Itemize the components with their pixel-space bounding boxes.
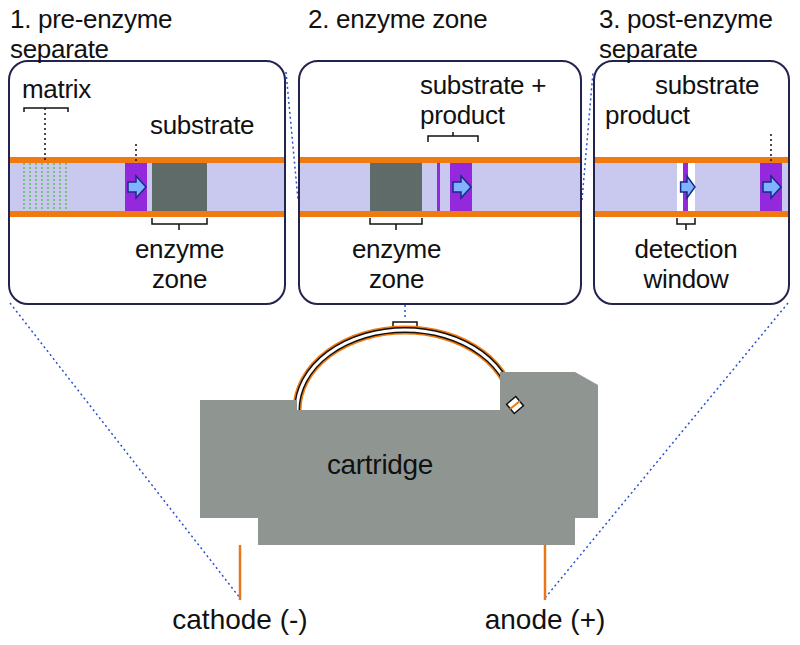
detector-capillary	[510, 401, 520, 409]
matrix-fill	[41, 163, 43, 211]
zoom-line	[404, 305, 406, 318]
panel-heading: 3. post-enzyme separate	[599, 4, 800, 64]
matrix-fill	[29, 163, 31, 211]
anode-wire	[544, 545, 547, 600]
leader-line	[135, 144, 137, 163]
migration-arrow	[763, 176, 781, 198]
mixture-bracket	[428, 132, 478, 142]
leader-line	[770, 134, 772, 163]
matrix-fill	[23, 163, 25, 211]
capillary-bore	[10, 163, 284, 211]
zone-caption: enzyme zone	[344, 234, 449, 294]
zoom-line	[582, 72, 593, 200]
capillary-outer	[297, 330, 513, 410]
migration-arrow	[681, 176, 695, 198]
matrix-fill	[65, 163, 67, 211]
part-label: substrate + product	[420, 70, 555, 130]
product-band	[437, 163, 440, 211]
cartridge-body: cartridge	[200, 372, 600, 548]
capillary-wall	[10, 211, 284, 217]
substrate-band	[760, 163, 782, 211]
matrix-fill	[35, 163, 37, 211]
zone-bracket	[370, 218, 422, 230]
capillary-wall	[300, 157, 580, 163]
electrode-label: anode (+)	[485, 604, 606, 636]
panel-heading: 1. pre-enzyme separate	[10, 4, 225, 64]
part-label: product	[605, 100, 715, 130]
capillary-wall	[595, 211, 788, 217]
capillary-wall	[300, 211, 580, 217]
zoom-panel: 2. enzyme zonesubstrate + productenzyme …	[298, 60, 582, 305]
matrix-fill	[53, 163, 55, 211]
capillary-arch	[297, 330, 513, 410]
capillary-wall	[595, 157, 788, 163]
cartridge-label: cartridge	[290, 450, 470, 480]
zone-caption: detection window	[621, 234, 751, 294]
capillary-bore	[300, 163, 580, 211]
electrode-label: cathode (-)	[172, 604, 307, 636]
migration-arrow	[453, 176, 471, 198]
part-label: substrate	[150, 110, 280, 140]
zone-bracket	[152, 218, 207, 230]
part-label: matrix	[22, 74, 142, 104]
detector-holder	[507, 397, 524, 414]
window-bracket	[677, 218, 695, 230]
zone-caption: enzyme zone	[127, 234, 232, 294]
migration-arrow	[128, 176, 146, 198]
capillary-wall	[10, 157, 284, 163]
substrate-band	[450, 163, 472, 211]
capillary-wall	[297, 330, 513, 410]
detection-window	[677, 163, 695, 211]
matrix-fill	[47, 163, 49, 211]
matrix-bracket	[24, 108, 68, 112]
cathode-wire	[239, 545, 242, 600]
panel-heading: 2. enzyme zone	[308, 4, 523, 34]
capillary-bore	[595, 163, 788, 211]
capillary-bore	[297, 330, 513, 410]
matrix-fill	[59, 163, 61, 211]
leader-line	[44, 108, 46, 163]
part-label: substrate	[655, 70, 785, 100]
enzyme-zone	[370, 163, 422, 211]
enzyme-zone	[152, 163, 207, 211]
zoom-panel: 1. pre-enzyme separatematrixsubstrateenz…	[8, 60, 286, 305]
zoom-line	[286, 72, 298, 200]
substrate-band	[125, 163, 147, 211]
zoom-panel: 3. post-enzyme separatesubstrateproductd…	[593, 60, 790, 305]
cartridge-shape	[200, 372, 598, 545]
